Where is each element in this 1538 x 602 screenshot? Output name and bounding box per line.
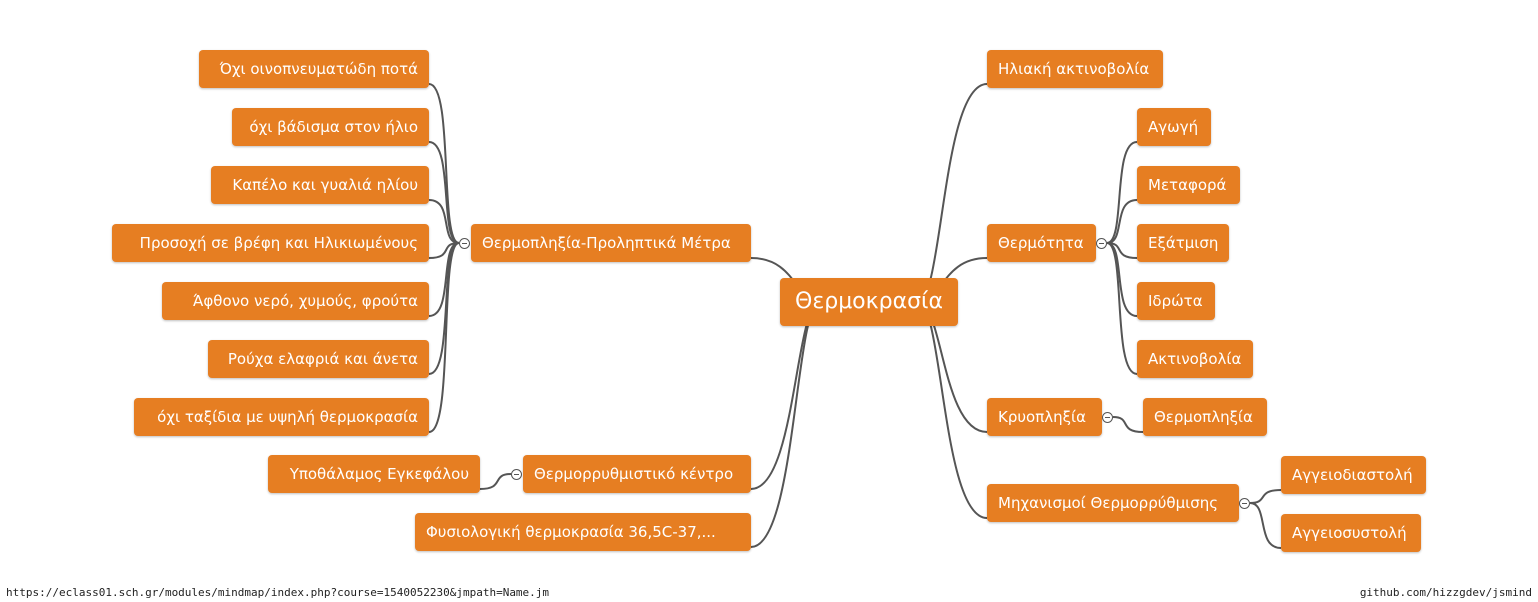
- node-no-walking-in-sun[interactable]: όχι βάδισμα στον ήλιο: [232, 108, 429, 146]
- node-thermoregulatory-center[interactable]: Θερμορρυθμιστικό κέντρο: [523, 455, 751, 493]
- node-water-juice-fruit[interactable]: Άφθονο νερό, χυμούς, φρούτα: [162, 282, 429, 320]
- footer-url: https://eclass01.sch.gr/modules/mindmap/…: [6, 586, 550, 599]
- node-no-travel-high-temp[interactable]: όχι ταξίδια με υψηλή θερμοκρασία: [134, 398, 429, 436]
- node-physiological-temperature[interactable]: Φυσιολογική θερμοκρασία 36,5C-37,...: [415, 513, 751, 551]
- footer-credit[interactable]: github.com/hizzgdev/jsmind: [1359, 586, 1532, 599]
- node-vasoconstriction[interactable]: Αγγειοσυστολή: [1281, 514, 1421, 552]
- node-radiation[interactable]: Ακτινοβολία: [1137, 340, 1253, 378]
- edge-n-prev-n-p5: [428, 242, 460, 375]
- node-thermoregulation-mechanisms[interactable]: Μηχανισμοί Θερμορρύθμισης: [987, 484, 1239, 522]
- edge-root-n-mech: [917, 301, 988, 519]
- node-heatstroke[interactable]: Θερμοπληξία: [1143, 398, 1267, 436]
- collapse-toggle-mechanisms[interactable]: [1239, 498, 1250, 509]
- node-sweat[interactable]: Ιδρώτα: [1137, 282, 1215, 320]
- edge-root-n-center: [750, 301, 821, 490]
- node-light-clothes[interactable]: Ρούχα ελαφριά και άνετα: [208, 340, 429, 378]
- node-vasodilation[interactable]: Αγγειοδιαστολή: [1281, 456, 1426, 494]
- node-hypothermia[interactable]: Κρυοπληξία: [987, 398, 1102, 436]
- edge-n-mech-n-m1: [1249, 502, 1282, 549]
- node-solar-radiation[interactable]: Ηλιακή ακτινοβολία: [987, 50, 1163, 88]
- node-hat-and-sunglasses[interactable]: Καπέλο και γυαλιά ηλίου: [211, 166, 429, 204]
- edge-n-heat-n-h1: [1106, 199, 1138, 244]
- edge-n-mech-n-m0: [1249, 489, 1282, 504]
- node-preventive-measures[interactable]: Θερμοπληξία-Προληπτικά Μέτρα: [471, 224, 751, 262]
- node-convection[interactable]: Μεταφορά: [1137, 166, 1240, 204]
- node-heat[interactable]: Θερμότητα: [987, 224, 1096, 262]
- collapse-toggle-center[interactable]: [511, 469, 522, 480]
- edge-n-prev-n-p0: [428, 83, 460, 244]
- node-conduction[interactable]: Αγωγή: [1137, 108, 1211, 146]
- node-care-infants-elderly[interactable]: Προσοχή σε βρέφη και Ηλικιωμένους: [112, 224, 429, 262]
- edge-n-prev-n-p2: [428, 199, 460, 244]
- root-node[interactable]: Θερμοκρασία: [780, 278, 958, 326]
- edge-n-heat-n-h0: [1106, 141, 1138, 244]
- collapse-toggle-preventive[interactable]: [459, 238, 470, 249]
- edge-n-center-n-hypo: [479, 473, 512, 490]
- edge-n-prev-n-p6: [428, 242, 460, 433]
- node-evaporation[interactable]: Εξάτμιση: [1137, 224, 1229, 262]
- edge-n-prev-n-p1: [428, 141, 460, 244]
- collapse-toggle-heat[interactable]: [1096, 238, 1107, 249]
- edge-root-n-solar: [917, 83, 988, 303]
- edge-root-n-phys: [750, 301, 821, 548]
- edge-n-cold-n-c0: [1112, 416, 1144, 433]
- collapse-toggle-hypothermia[interactable]: [1102, 412, 1113, 423]
- node-no-alcohol[interactable]: Όχι οινοπνευματώδη ποτά: [199, 50, 429, 88]
- edge-n-heat-n-h4: [1106, 242, 1138, 375]
- node-hypothalamus[interactable]: Υποθάλαμος Εγκεφάλου: [268, 455, 480, 493]
